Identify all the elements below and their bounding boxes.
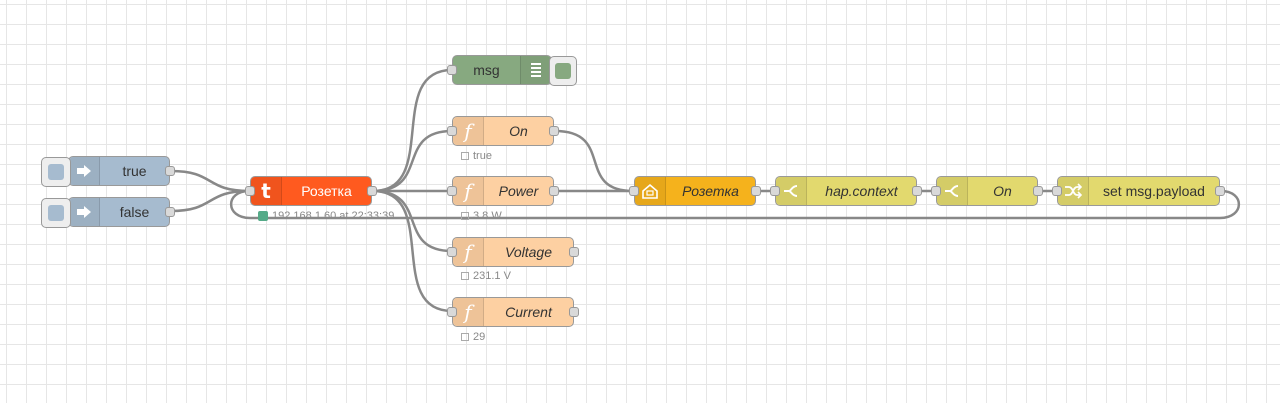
input-port[interactable] bbox=[770, 186, 780, 196]
function-label: On bbox=[509, 123, 528, 139]
arrow-right-icon bbox=[69, 198, 100, 226]
wire-true-tuya[interactable] bbox=[170, 169, 250, 193]
homekit-label: Розетка bbox=[682, 183, 739, 199]
function-current-status: 29 bbox=[461, 331, 485, 343]
function-node-voltage[interactable]: f Voltage bbox=[447, 237, 579, 267]
status-text: 29 bbox=[473, 331, 486, 343]
function-voltage-status: 231.1 V bbox=[461, 270, 511, 282]
tuya-label: Розетка bbox=[301, 183, 352, 199]
status-dot-icon bbox=[258, 211, 268, 221]
tuya-status: 192.168.1.60 at 22:33:39 bbox=[258, 210, 394, 222]
output-port[interactable] bbox=[569, 247, 579, 257]
input-port[interactable] bbox=[447, 247, 457, 257]
input-port[interactable] bbox=[447, 307, 457, 317]
inject-node-true[interactable]: true bbox=[41, 156, 175, 187]
homekit-icon bbox=[635, 177, 666, 205]
switch-icon bbox=[776, 177, 807, 205]
output-port[interactable] bbox=[165, 166, 175, 176]
switch-label: hap.context bbox=[825, 183, 898, 199]
function-icon: f bbox=[453, 117, 484, 145]
wire-on-homekit[interactable] bbox=[554, 129, 634, 193]
output-port[interactable] bbox=[1033, 186, 1043, 196]
function-node-on[interactable]: f On bbox=[447, 116, 559, 146]
arrow-right-icon bbox=[69, 157, 100, 185]
debug-label: msg bbox=[473, 62, 500, 78]
function-icon: f bbox=[453, 177, 484, 205]
debug-toggle-button[interactable] bbox=[549, 56, 577, 86]
status-text: true bbox=[473, 150, 492, 162]
function-node-power[interactable]: f Power bbox=[447, 176, 559, 206]
shuffle-icon bbox=[1058, 177, 1089, 205]
tuya-icon: t bbox=[251, 177, 282, 205]
change-node[interactable]: set msg.payload bbox=[1052, 176, 1225, 206]
function-label: Current bbox=[505, 304, 552, 320]
switch-icon bbox=[937, 177, 968, 205]
inject-label: true bbox=[122, 163, 147, 179]
input-port[interactable] bbox=[447, 126, 457, 136]
switch-node-on[interactable]: On bbox=[931, 176, 1043, 206]
function-label: Power bbox=[498, 183, 539, 199]
function-icon: f bbox=[453, 298, 484, 326]
output-port[interactable] bbox=[367, 186, 377, 196]
input-port[interactable] bbox=[629, 186, 639, 196]
inject-label: false bbox=[119, 204, 150, 220]
function-label: Voltage bbox=[505, 244, 552, 260]
output-port[interactable] bbox=[751, 186, 761, 196]
tuya-node[interactable]: t Розетка bbox=[245, 176, 377, 206]
output-port[interactable] bbox=[165, 207, 175, 217]
function-on-status: true bbox=[461, 150, 492, 162]
output-port[interactable] bbox=[549, 186, 559, 196]
function-power-status: 3.8 W bbox=[461, 210, 502, 222]
inject-node-false[interactable]: false bbox=[41, 197, 175, 228]
switch-node-hap-context[interactable]: hap.context bbox=[770, 176, 922, 206]
status-text: 3.8 W bbox=[473, 210, 502, 222]
inject-button-false[interactable] bbox=[41, 198, 71, 228]
status-square-icon bbox=[461, 333, 469, 341]
wire-tuya-on[interactable] bbox=[372, 129, 453, 193]
list-icon bbox=[520, 56, 551, 84]
switch-label: On bbox=[993, 183, 1012, 199]
inject-button-true[interactable] bbox=[41, 157, 71, 187]
output-port[interactable] bbox=[1215, 186, 1225, 196]
function-node-current[interactable]: f Current bbox=[447, 297, 579, 327]
wire-change-tuya-loop[interactable] bbox=[230, 189, 1240, 220]
output-port[interactable] bbox=[912, 186, 922, 196]
debug-node[interactable]: msg bbox=[447, 55, 577, 86]
output-port[interactable] bbox=[569, 307, 579, 317]
status-square-icon bbox=[461, 212, 469, 220]
input-port[interactable] bbox=[1052, 186, 1062, 196]
wire-false-tuya[interactable] bbox=[170, 189, 250, 213]
wire-tuya-debug[interactable] bbox=[372, 68, 453, 193]
input-port[interactable] bbox=[447, 186, 457, 196]
input-port[interactable] bbox=[447, 65, 457, 75]
output-port[interactable] bbox=[549, 126, 559, 136]
status-square-icon bbox=[461, 152, 469, 160]
input-port[interactable] bbox=[931, 186, 941, 196]
tuya-status-text: 192.168.1.60 at 22:33:39 bbox=[272, 210, 395, 222]
status-text: 231.1 V bbox=[473, 270, 511, 282]
homekit-node[interactable]: Розетка bbox=[629, 176, 761, 206]
wire-tuya-current[interactable] bbox=[372, 189, 453, 313]
change-label: set msg.payload bbox=[1103, 183, 1205, 199]
input-port[interactable] bbox=[245, 186, 255, 196]
status-square-icon bbox=[461, 272, 469, 280]
function-icon: f bbox=[453, 238, 484, 266]
